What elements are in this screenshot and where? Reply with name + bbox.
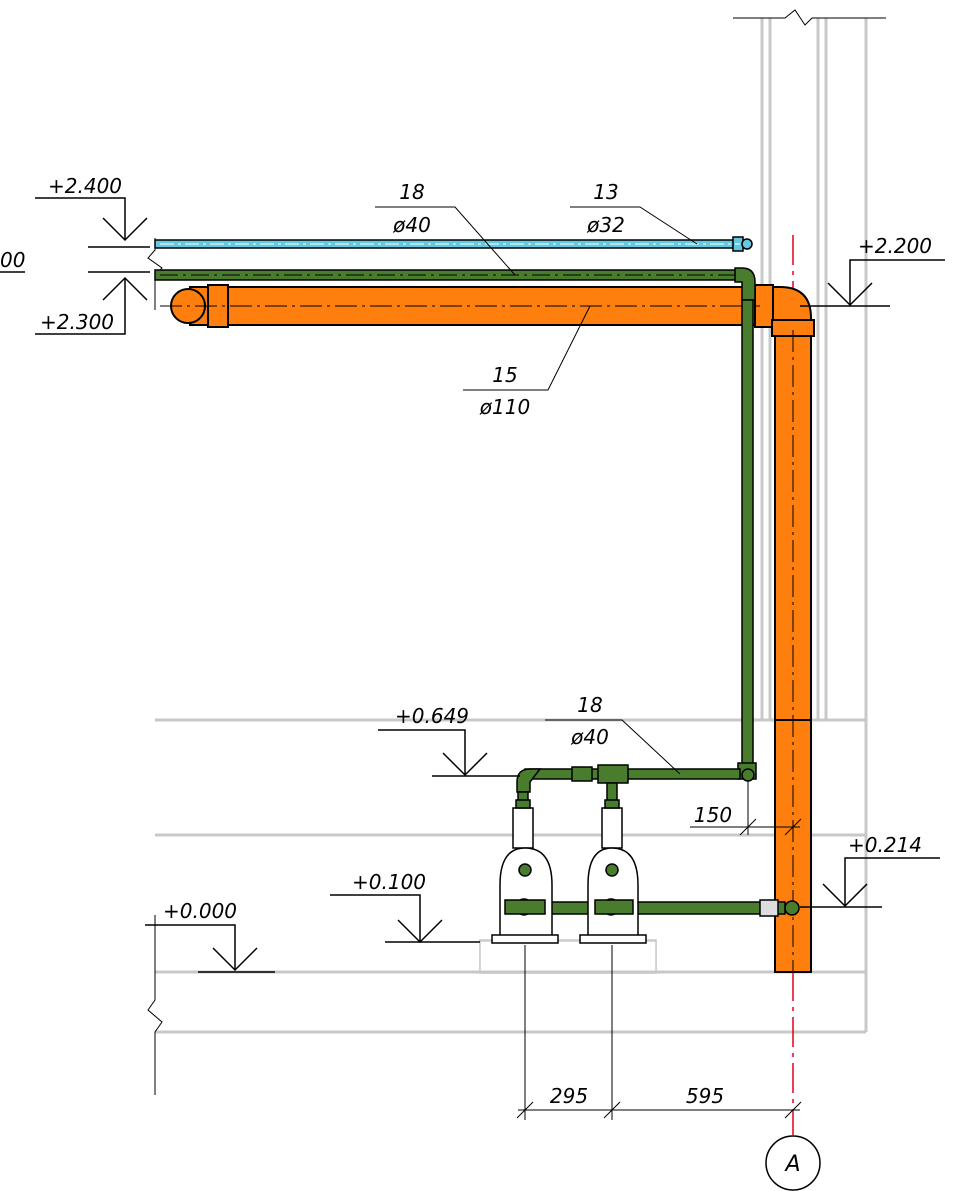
supply-bottom-end [784, 900, 800, 916]
pump-outlet [594, 899, 634, 915]
elevation-leader [378, 729, 466, 775]
elevation-arrow-down [822, 883, 868, 908]
dimension-150: 150 [694, 803, 732, 827]
callout-leader [463, 305, 591, 391]
axis-marker [765, 1135, 821, 1191]
callout-leader [570, 206, 698, 245]
pump-port [605, 863, 619, 877]
callout-top-cold-dia: ø32 [586, 213, 625, 237]
elevation-0000: +0.000 [163, 899, 237, 923]
callout-top-supply-dia: ø40 [392, 213, 431, 237]
pump-outlet [504, 899, 546, 915]
elevation-0649: +0.649 [395, 704, 469, 728]
callout-lower-supply-dia: ø40 [570, 725, 609, 749]
elevation-2300-cut: 00 [0, 248, 25, 272]
elevation-arrow-down [102, 217, 148, 242]
supply-lower-horizontal [524, 768, 741, 780]
pump-valve-handle [604, 799, 620, 809]
elevation-0100: +0.100 [352, 870, 426, 894]
pump-valve-handle [515, 799, 531, 809]
callout-leader [545, 719, 681, 775]
break-line-top [733, 9, 886, 26]
callout-top-cold-num: 13 [593, 180, 618, 204]
dimension-lines [516, 780, 802, 1120]
elevation-0214: +0.214 [848, 833, 922, 857]
callout-sewer-dia: ø110 [479, 395, 530, 419]
elevation-leader [145, 924, 236, 970]
callout-leader [375, 206, 516, 276]
elevation-arrow-down [212, 947, 258, 972]
supply-riser [741, 299, 754, 766]
pump-foot [491, 934, 559, 944]
elevation-arrow-down [442, 752, 488, 777]
supply-bottom-horizontal [534, 901, 786, 915]
dimension-295: 295 [550, 1084, 588, 1108]
callout-top-supply-num: 18 [399, 180, 424, 204]
elevation-2300: +2.300 [40, 310, 114, 334]
sewer-pipe [170, 284, 815, 973]
elevation-arrow-down [827, 282, 873, 307]
supply-lower-elbow [516, 768, 542, 793]
supply-bottom-fitting [759, 899, 779, 917]
walls [155, 18, 868, 974]
elevation-2200: +2.200 [858, 234, 932, 258]
dimension-595: 595 [686, 1084, 724, 1108]
pump-right [579, 799, 647, 944]
elevation-marks [0, 197, 945, 973]
pump-body [499, 847, 553, 941]
dimension-tick [784, 1101, 802, 1119]
elevation-leader [849, 259, 945, 305]
elevation-leader [844, 857, 940, 906]
pump-port [518, 863, 532, 877]
cold-end [741, 238, 753, 250]
dimension-tick [603, 1101, 621, 1119]
pipe-callout-leaders [375, 206, 698, 775]
pump-body [587, 847, 639, 941]
dimension-tick [784, 818, 802, 836]
pump-pad-fill [479, 940, 657, 974]
callout-lower-supply-num: 18 [577, 693, 602, 717]
elevation-arrow-up [102, 276, 148, 301]
elevation-2400: +2.400 [48, 174, 122, 198]
pump-foot [579, 934, 647, 944]
elevation-leader [35, 197, 126, 240]
supply-tee [597, 764, 629, 784]
pump-valve-body [601, 807, 623, 849]
pump-left [491, 799, 559, 944]
supply-valve [571, 766, 593, 782]
dimension-tick [739, 818, 757, 836]
callout-sewer-num: 15 [492, 363, 517, 387]
break-line-floor [147, 915, 163, 1095]
elevation-leader [35, 278, 126, 335]
dimension-tick [516, 1101, 534, 1119]
pump-valve-body [512, 807, 534, 849]
axis-marker-label: A [783, 1152, 800, 1177]
supply-riser-end [741, 768, 755, 782]
elevation-leader [330, 894, 421, 942]
